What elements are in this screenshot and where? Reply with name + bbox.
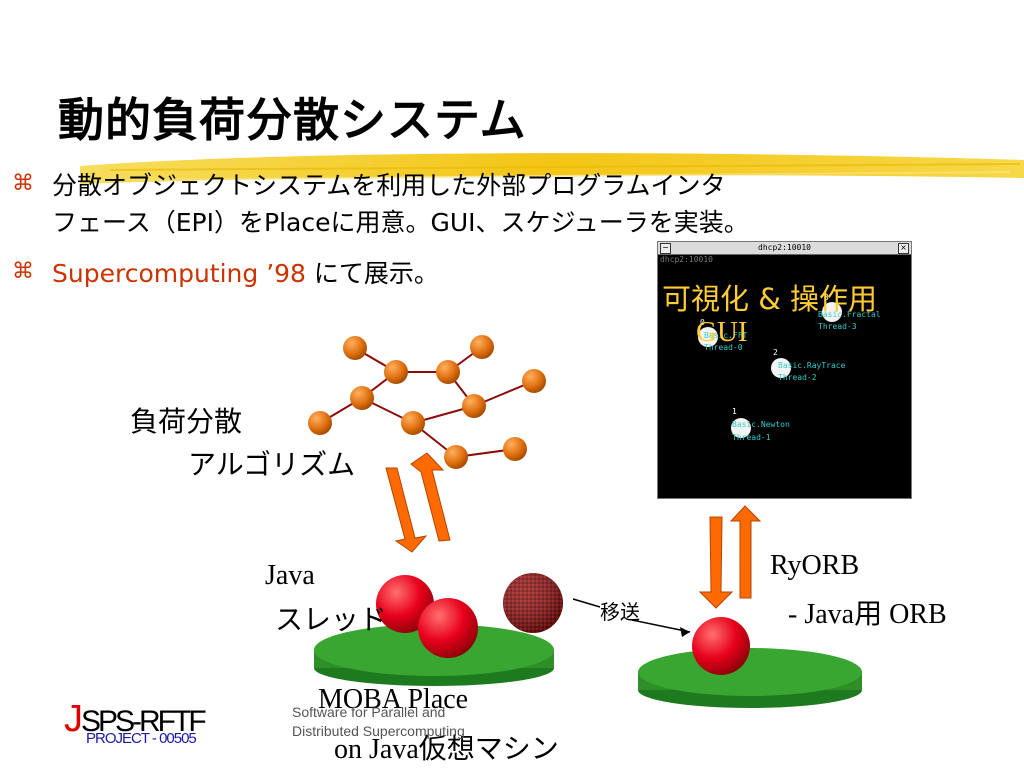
graph-node: [522, 369, 546, 393]
gui-overlay-line-1: 可視化 & 操作用: [662, 282, 878, 316]
command-key-icon: ⌘: [12, 259, 34, 284]
node-thread: Thread-0: [704, 343, 743, 352]
bullet-2-highlight: Supercomputing ’98: [52, 259, 306, 288]
node-number: 2: [773, 348, 778, 357]
bullet-2: Supercomputing ’98 にて展示。: [52, 254, 439, 290]
slide-title: 動的負荷分散システム: [58, 93, 527, 147]
logo-j: J: [64, 698, 83, 740]
node-dot[interactable]: [731, 418, 751, 438]
node-number: 0: [700, 318, 705, 327]
node-thread: Thread-2: [778, 373, 817, 382]
graph-node: [343, 336, 367, 360]
label-ryorb: RyORB: [770, 550, 860, 581]
graph-node: [470, 335, 494, 359]
graph-node: [350, 386, 374, 410]
graph-node: [503, 437, 527, 461]
place-platform-right: [638, 648, 862, 708]
label-moba-place: MOBA Place: [318, 684, 469, 715]
logo-sub: PROJECT - 00505: [86, 730, 197, 747]
gui-window-title: dhcp2:10010: [758, 243, 811, 252]
load-graph-nodes: [308, 335, 546, 469]
graph-node: [384, 360, 408, 384]
java-thread-ball: [418, 598, 478, 658]
node-name: Basic.RayTrace: [778, 361, 846, 370]
label-java-orb: - Java用 ORB: [788, 599, 947, 630]
node-name: Basic.Newton: [732, 420, 790, 429]
node-dot[interactable]: [698, 327, 718, 347]
migrated-thread-ball: [692, 617, 750, 675]
double-arrow-left: [385, 452, 451, 553]
graph-node: [462, 394, 486, 418]
bullet-1-line-1: 分散オブジェクトシステムを利用した外部プログラムインタ: [52, 171, 726, 200]
gui-window-subtitle: dhcp2:10010: [660, 255, 713, 264]
node-number: 1: [732, 407, 737, 416]
node-name: Basic.FFT: [704, 331, 748, 340]
graph-node: [401, 411, 425, 435]
footer-tagline-line-2: Distributed Supercomputing: [292, 723, 465, 739]
node-dot[interactable]: [822, 302, 842, 322]
gui-window: − dhcp2:10010 × dhcp2:10010 0 Basic.FFT …: [657, 241, 912, 499]
graph-node: [444, 445, 468, 469]
node-thread: Thread-1: [732, 433, 771, 442]
close-icon[interactable]: ×: [898, 243, 909, 254]
graph-node: [308, 411, 332, 435]
label-algorithm: アルゴリズム: [188, 448, 356, 481]
bullet-2-text: にて展示。: [305, 259, 439, 288]
node-dot[interactable]: [771, 358, 791, 378]
node-name: Basic.Fractal: [818, 310, 881, 319]
node-number: 3: [824, 293, 829, 302]
label-java-vm: on Java仮想マシン: [334, 734, 559, 765]
label-migrate: 移送: [600, 600, 640, 624]
footer-tagline-line-1: Software for Parallel and: [292, 704, 446, 720]
java-thread-ball: [376, 575, 434, 633]
logo-main: SPS-RFTF: [81, 705, 207, 738]
footer-logo: JSPS-RFTF: [64, 698, 207, 741]
window-menu-icon[interactable]: −: [660, 243, 671, 254]
label-java: Java: [265, 560, 315, 591]
graph-node: [436, 360, 460, 384]
bullet-1-line-2: フェース（EPI）をPlaceに用意。GUI、スケジューラを実装。: [52, 208, 749, 237]
label-load-balance: 負荷分散: [130, 405, 243, 438]
label-thread: スレッド: [275, 603, 388, 636]
double-arrow-right: [698, 505, 762, 609]
gui-overlay-line-2: GUI: [696, 316, 748, 348]
gui-window-titlebar: − dhcp2:10010 ×: [658, 242, 911, 255]
command-key-icon: ⌘: [12, 171, 34, 196]
node-thread: Thread-3: [818, 322, 857, 331]
